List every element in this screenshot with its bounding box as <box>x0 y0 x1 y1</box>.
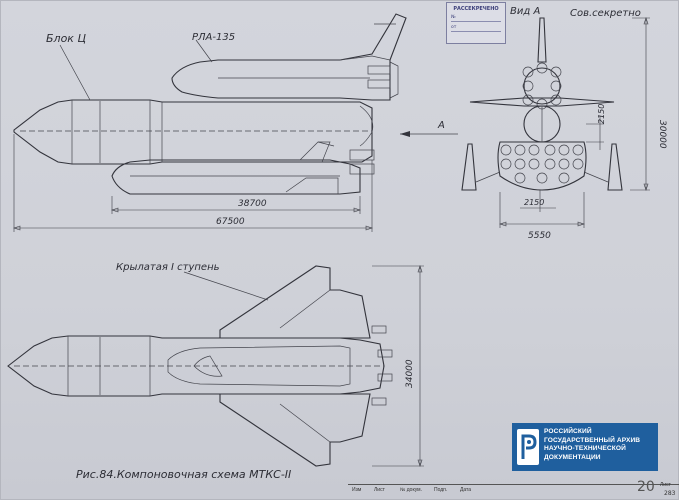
archive-line-4: ДОКУМЕНТАЦИИ <box>544 453 601 461</box>
dim-span-offset-2: 2150 <box>524 198 544 207</box>
label-arrow-a: А <box>437 120 445 131</box>
dim-width-plan: 34000 <box>405 359 415 388</box>
col-izm: Изм <box>352 487 362 493</box>
label-rla-135: РЛА-135 <box>192 32 235 43</box>
stamp-title: РАССЕКРЕЧЕНО <box>453 6 499 12</box>
archive-emblem-icon <box>517 429 539 465</box>
archive-line-2: ГОСУДАРСТВЕННЫЙ АРХИВ <box>544 436 641 444</box>
col-date: Дата <box>460 487 472 493</box>
sheet-label: Лист <box>660 482 671 488</box>
archive-logo: РОССИЙСКИЙ ГОСУДАРСТВЕННЫЙ АРХИВ НАУЧНО-… <box>512 423 658 471</box>
col-list: Лист <box>374 487 385 493</box>
title-block: Изм Лист № докум. Подп. Дата Лист <box>348 482 679 500</box>
dim-length-total: 67500 <box>216 217 245 227</box>
sheet-number: 283 <box>664 490 676 497</box>
dim-span-offset-1: 2150 <box>597 104 606 124</box>
label-classification: Сов.секретно <box>570 8 641 19</box>
label-block-c: Блок Ц <box>46 32 86 45</box>
archive-line-3: НАУЧНО-ТЕХНИЧЕСКОЙ <box>544 445 626 453</box>
dim-width-rear: 5550 <box>528 231 551 241</box>
handwritten-page-number: 20 <box>637 479 655 495</box>
label-view-a: Вид А <box>510 6 540 17</box>
side-view <box>13 13 458 232</box>
declassified-stamp: РАССЕКРЕЧЕНО № от <box>446 2 506 44</box>
stamp-date-row: от <box>451 25 501 32</box>
plan-view <box>7 265 424 467</box>
dim-length-shuttle: 38700 <box>238 199 267 209</box>
archive-line-1: РОССИЙСКИЙ <box>544 428 592 435</box>
stamp-number-row: № <box>451 15 501 22</box>
dim-height-total: 30000 <box>657 120 667 149</box>
label-winged-stage: Крылатая I ступень <box>116 262 220 273</box>
view-a <box>461 17 650 228</box>
col-doc: № докум. <box>400 487 422 493</box>
col-podp: Подп. <box>434 487 448 493</box>
figure-caption: Рис.84.Компоновочная схема МТКС-II <box>76 468 291 481</box>
